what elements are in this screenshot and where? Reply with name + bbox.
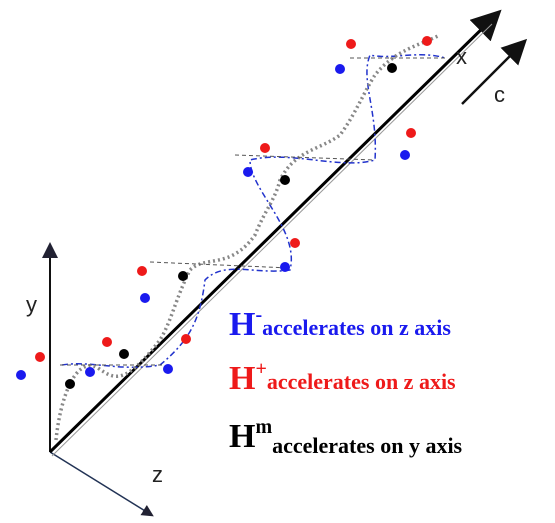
- h-plus-particle: [406, 128, 416, 138]
- legend-h-m: Hmaccelerates on y axis: [229, 416, 463, 458]
- h-minus-particle: [243, 167, 253, 177]
- h-plus-particle: [137, 266, 147, 276]
- h-m-particle: [178, 271, 188, 281]
- h-plus-particle: [102, 337, 112, 347]
- legend-charge: m: [255, 416, 273, 438]
- particle-group-2: [119, 334, 191, 374]
- h-m-particle: [387, 63, 397, 73]
- h-plus-particle: [346, 39, 356, 49]
- h-m-particle: [119, 349, 129, 359]
- legend-text: accelerates on y axis: [272, 433, 463, 458]
- c-direction-arrow: [461, 38, 528, 105]
- legend-symbol: H: [229, 418, 256, 455]
- legend-h-plus: H+accelerates on z axis: [229, 358, 456, 398]
- legend-text: accelerates on z axis: [266, 369, 456, 394]
- legend-charge: -: [255, 304, 263, 326]
- h-minus-particle: [140, 293, 150, 303]
- legend-charge: +: [255, 358, 267, 380]
- h-minus-particle: [85, 367, 95, 377]
- particle-group-5: [335, 36, 432, 74]
- x-axis-label: x: [456, 44, 467, 69]
- legend-text: accelerates on z axis: [262, 315, 451, 340]
- h-minus-particle: [16, 370, 26, 380]
- h-plus-particle: [290, 238, 300, 248]
- h-m-guide: [60, 57, 445, 366]
- h-minus-wave: [61, 54, 446, 368]
- particle-group-4: [243, 128, 416, 185]
- c-label: c: [494, 82, 505, 107]
- h-plus-particle: [181, 334, 191, 344]
- particle-group-1: [16, 337, 112, 389]
- h-minus-particle: [163, 364, 173, 374]
- z-axis-label: z: [152, 462, 163, 487]
- h-minus-particle: [280, 262, 290, 272]
- h-plus-particle: [260, 143, 270, 153]
- legend-symbol: H: [229, 306, 256, 343]
- legend-symbol: H: [229, 360, 256, 397]
- h-minus-particle: [335, 64, 345, 74]
- h-m-particle: [280, 175, 290, 185]
- y-axis-label: y: [26, 292, 37, 317]
- z-axis-line: [49, 451, 154, 517]
- x-axis-line: [48, 9, 502, 454]
- particle-group-3: [137, 238, 300, 303]
- h-plus-particle: [422, 36, 432, 46]
- h-minus-particle: [400, 150, 410, 160]
- legend-h-minus: H-accelerates on z axis: [229, 304, 451, 344]
- h-m-particle: [65, 379, 75, 389]
- h-plus-particle: [35, 352, 45, 362]
- x-axis-shadow: [51, 23, 493, 457]
